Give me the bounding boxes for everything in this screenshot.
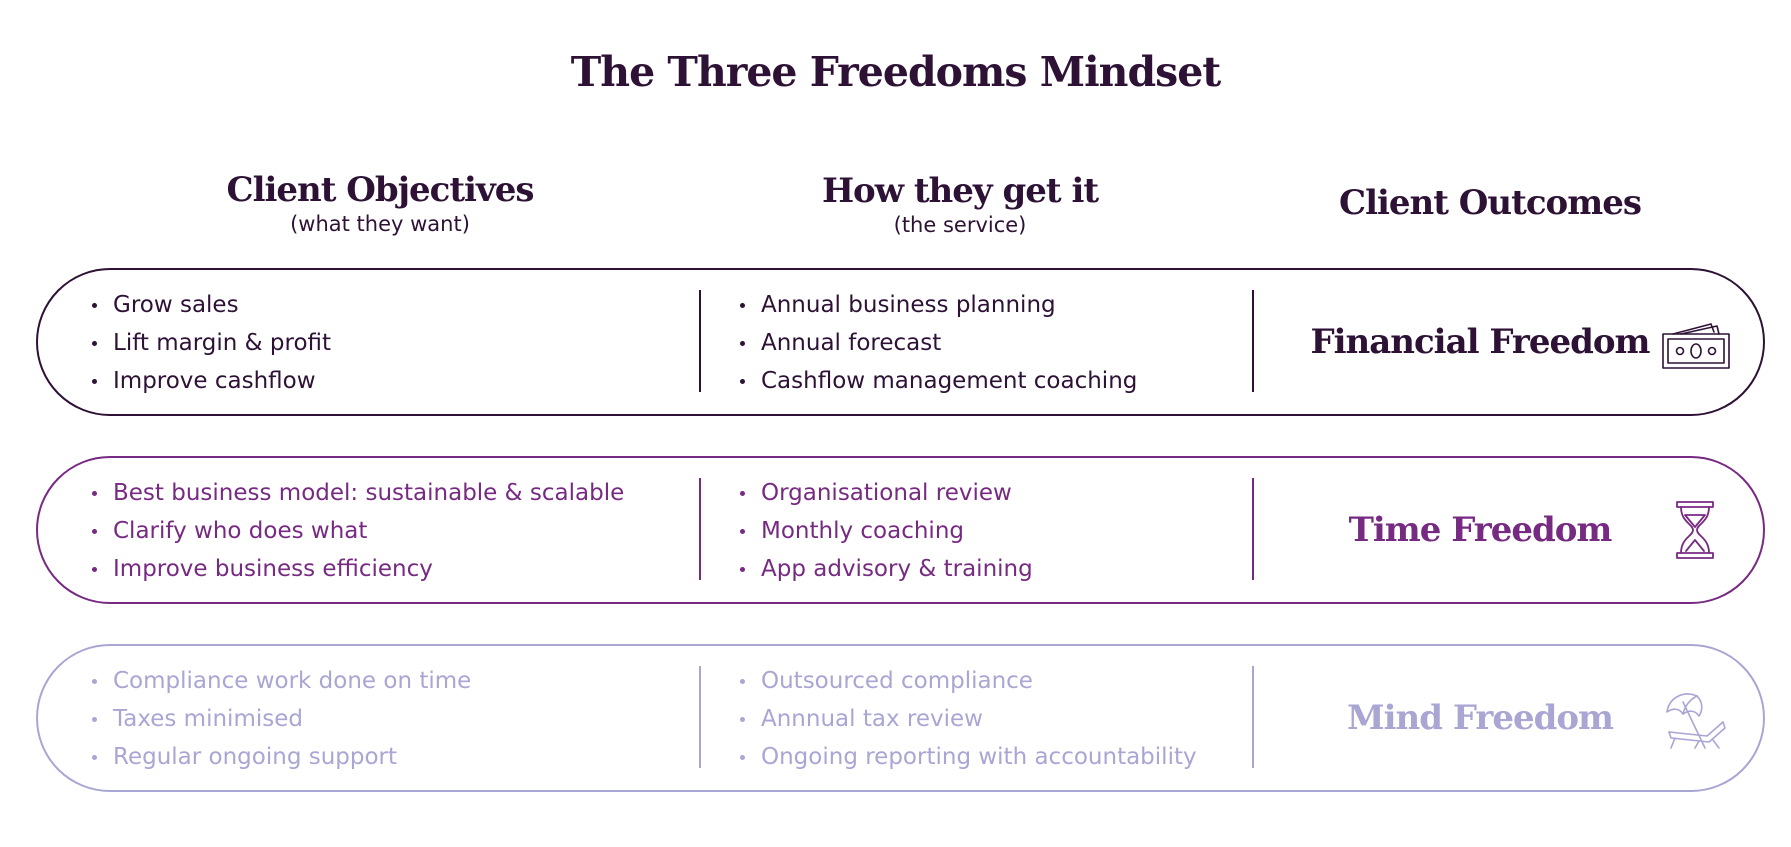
column-heading: How they get it bbox=[821, 171, 1099, 211]
column-divider bbox=[699, 478, 701, 580]
column-divider bbox=[1252, 290, 1254, 392]
services-list: Annual business planning Annual forecast… bbox=[734, 286, 1137, 400]
column-header-how: How they get it (the service) bbox=[770, 171, 1150, 239]
list-item: Grow sales bbox=[86, 286, 331, 324]
freedom-row-time: Best business model: sustainable & scala… bbox=[36, 456, 1765, 604]
list-item: Compliance work done on time bbox=[86, 662, 471, 700]
column-subheading: (what they want) bbox=[290, 212, 470, 236]
list-item: Regular ongoing support bbox=[86, 738, 471, 776]
column-divider bbox=[1252, 666, 1254, 768]
outcome-label: Time Freedom bbox=[1348, 510, 1613, 550]
list-item: Best business model: sustainable & scala… bbox=[86, 474, 624, 512]
list-item: Monthly coaching bbox=[734, 512, 1033, 550]
objectives-list: Grow sales Lift margin & profit Improve … bbox=[86, 286, 331, 400]
list-item: Clarify who does what bbox=[86, 512, 624, 550]
outcome-label: Financial Freedom bbox=[1310, 322, 1650, 362]
list-item: Annual forecast bbox=[734, 324, 1137, 362]
column-divider bbox=[1252, 478, 1254, 580]
money-icon bbox=[1659, 306, 1731, 378]
list-item: Lift margin & profit bbox=[86, 324, 331, 362]
services-list: Outsourced compliance Annnual tax review… bbox=[734, 662, 1197, 776]
list-item: Organisational review bbox=[734, 474, 1033, 512]
freedom-row-financial: Grow sales Lift margin & profit Improve … bbox=[36, 268, 1765, 416]
beach-chair-icon bbox=[1659, 682, 1731, 754]
column-heading: Client Outcomes bbox=[1339, 183, 1642, 223]
list-item: Ongoing reporting with accountability bbox=[734, 738, 1197, 776]
freedom-row-mind: Compliance work done on time Taxes minim… bbox=[36, 644, 1765, 792]
list-item: Outsourced compliance bbox=[734, 662, 1197, 700]
services-list: Organisational review Monthly coaching A… bbox=[734, 474, 1033, 588]
column-heading: Client Objectives bbox=[226, 170, 535, 210]
column-divider bbox=[699, 666, 701, 768]
objectives-list: Compliance work done on time Taxes minim… bbox=[86, 662, 471, 776]
list-item: Cashflow management coaching bbox=[734, 362, 1137, 400]
list-item: Annnual tax review bbox=[734, 700, 1197, 738]
column-header-objectives: Client Objectives (what they want) bbox=[190, 170, 570, 238]
list-item: Improve cashflow bbox=[86, 362, 331, 400]
list-item: Improve business efficiency bbox=[86, 550, 624, 588]
page-title: The Three Freedoms Mindset bbox=[570, 48, 1222, 96]
list-item: Annual business planning bbox=[734, 286, 1137, 324]
column-header-outcomes: Client Outcomes bbox=[1300, 183, 1680, 223]
list-item: App advisory & training bbox=[734, 550, 1033, 588]
objectives-list: Best business model: sustainable & scala… bbox=[86, 474, 624, 588]
column-divider bbox=[699, 290, 701, 392]
list-item: Taxes minimised bbox=[86, 700, 471, 738]
outcome-label: Mind Freedom bbox=[1346, 698, 1614, 738]
hourglass-icon bbox=[1659, 494, 1731, 566]
column-subheading: (the service) bbox=[893, 213, 1027, 237]
